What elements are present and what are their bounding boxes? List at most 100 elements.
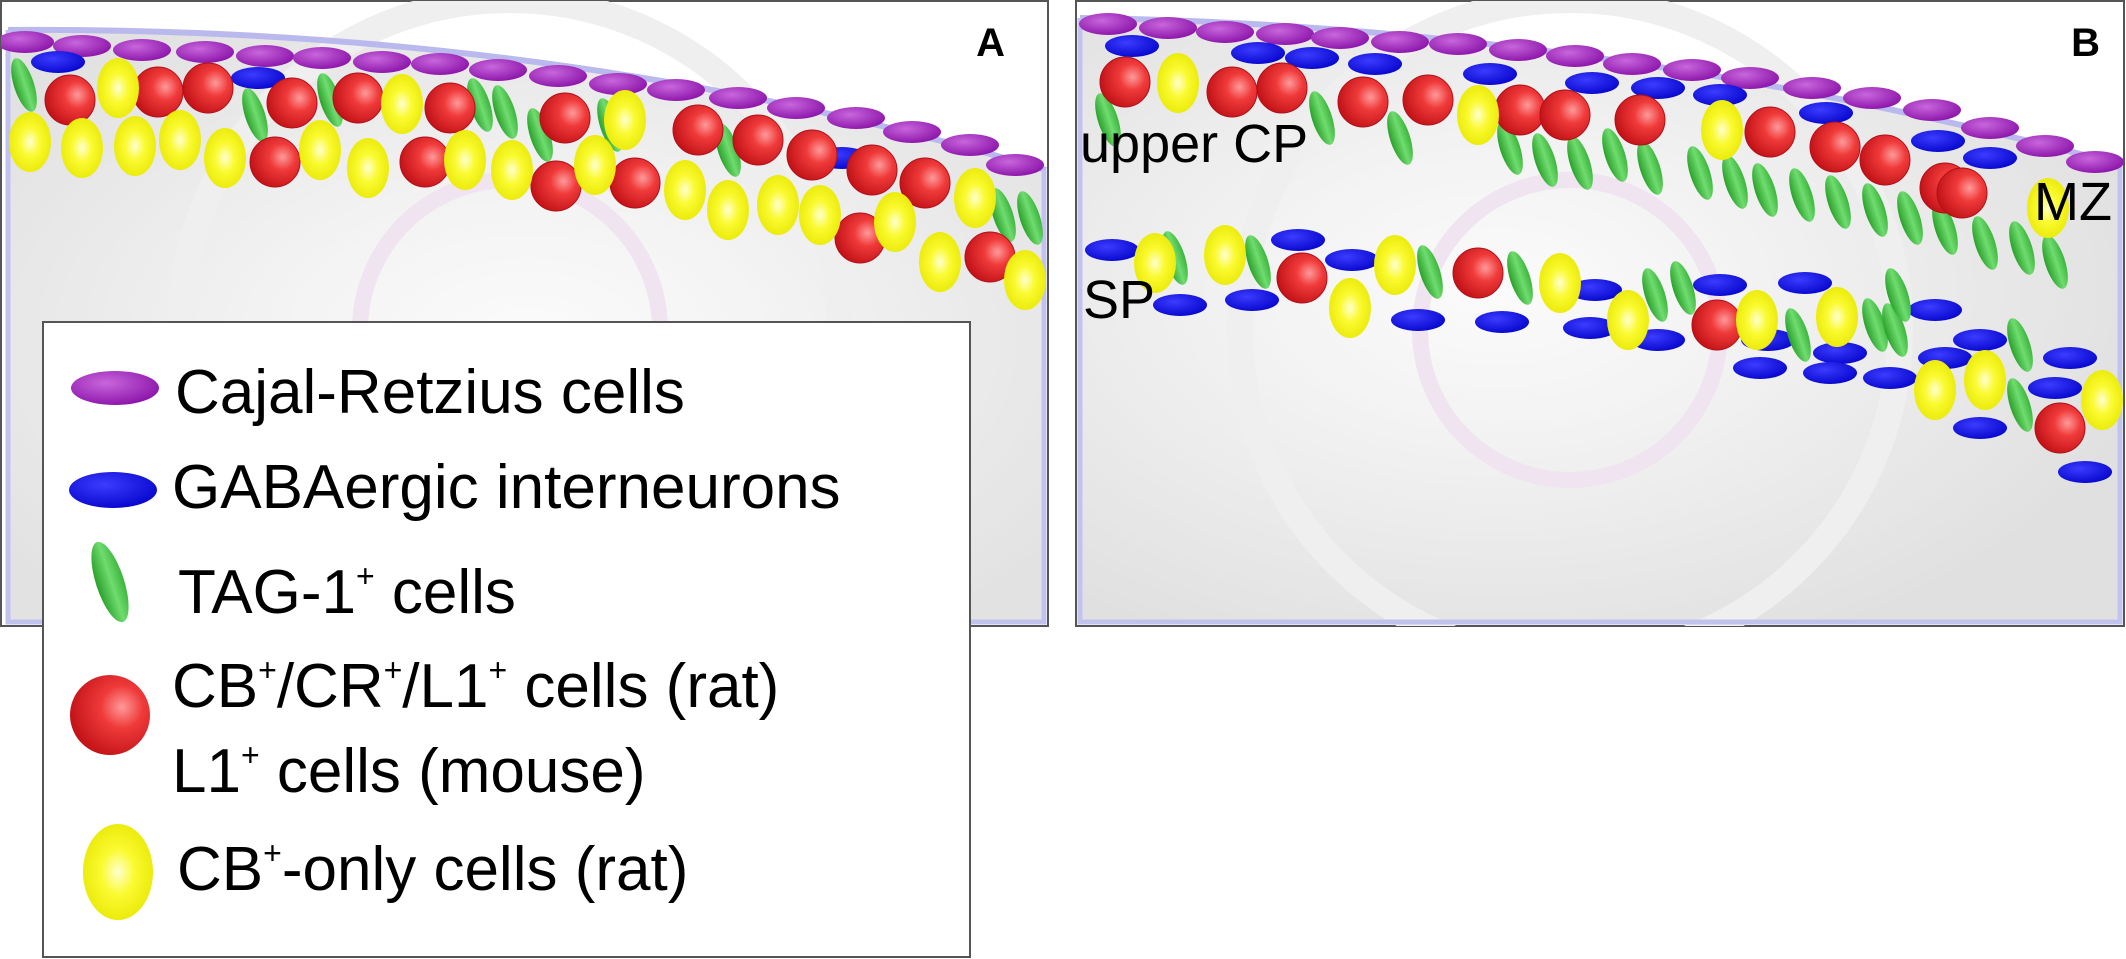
cb-only-cell <box>381 74 423 134</box>
cb-only-cell <box>299 120 341 180</box>
tag1-cell <box>1670 261 1696 315</box>
tag1-cell <box>1637 141 1663 195</box>
tag1-cell <box>2042 235 2068 289</box>
cb-cr-l1-cell <box>530 160 582 212</box>
gabaergic-interneuron-cell <box>1953 417 2007 439</box>
cb-only-cell <box>61 118 103 178</box>
tag1-cell <box>1897 191 1923 245</box>
cajal-retzius-cell <box>2066 151 2124 173</box>
legend-icon-tag1 <box>91 541 129 623</box>
tag1-cell <box>1785 308 1811 362</box>
cajal-retzius-cell <box>1256 23 1314 45</box>
cb-only-cell <box>1004 250 1046 310</box>
gabaergic-interneuron-cell <box>1225 289 1279 311</box>
cb-cr-l1-cell <box>132 66 184 118</box>
tag1-cell <box>1825 175 1851 229</box>
cajal-retzius-cell <box>1311 27 1369 49</box>
tag1-cell <box>467 78 493 132</box>
cb-cr-l1-cell <box>44 74 96 126</box>
cb-cr-l1-cell <box>1402 74 1454 126</box>
cb-only-cell <box>97 58 139 118</box>
panel-a-letter: A <box>976 21 1005 65</box>
cb-only-cell <box>574 135 616 195</box>
cb-cr-l1-cell <box>1276 252 1328 304</box>
gabaergic-interneuron-cell <box>1271 229 1325 251</box>
gabaergic-interneuron-cell <box>1085 239 1139 261</box>
cb-cr-l1-cell <box>1494 84 1546 136</box>
tag1-cell <box>2007 378 2033 432</box>
tag1-cell <box>1017 191 1043 245</box>
gabaergic-interneuron-cell <box>1563 317 1617 339</box>
cajal-retzius-cell <box>1139 17 1197 39</box>
tag1-cell <box>990 188 1016 242</box>
tag1-cell <box>527 108 553 162</box>
gabaergic-interneuron-cell <box>1778 272 1832 294</box>
cb-cr-l1-cell <box>1691 299 1743 351</box>
legend-label-l1-mouse: L1+ cells (mouse) <box>172 737 646 806</box>
gabaergic-interneuron-cell <box>1565 72 1619 94</box>
cb-cr-l1-cell <box>249 136 301 188</box>
cb-only-cell <box>1701 100 1743 160</box>
cajal-retzius-cell <box>113 39 171 61</box>
cb-only-cell <box>1374 235 1416 295</box>
gabaergic-interneuron-cell <box>1908 299 1962 321</box>
legend-label-cb-cr-l1-rat: CB+/CR+/L1+ cells (rat) <box>172 652 779 721</box>
cb-only-cell <box>491 140 533 200</box>
cb-cr-l1-cell <box>609 157 661 209</box>
cb-only-cell <box>2081 370 2123 430</box>
gabaergic-interneuron-cell <box>1733 357 1787 379</box>
tag1-cell <box>1642 268 1668 322</box>
tag1-cell <box>1602 128 1628 182</box>
cb-cr-l1-cell <box>332 72 384 124</box>
cb-cr-l1-cell <box>399 136 451 188</box>
tag1-cell <box>1497 121 1523 175</box>
panel-b-letter: B <box>2071 21 2100 65</box>
legend-label-gabaergic: GABAergic interneurons <box>172 453 841 522</box>
cb-only-cell <box>1816 287 1858 347</box>
tag1-cell <box>11 58 37 112</box>
tag1-cell <box>1972 216 1998 270</box>
tag1-cell <box>1789 168 1815 222</box>
cb-cr-l1-cell <box>1539 89 1591 141</box>
gabaergic-interneuron-cell <box>1568 279 1622 301</box>
cb-only-cell <box>1736 290 1778 350</box>
cajal-retzius-cell <box>1721 67 1779 89</box>
cb-only-cell <box>919 232 961 292</box>
gabaergic-interneuron-cell <box>1285 47 1339 69</box>
cb-cr-l1-cell <box>1859 134 1911 186</box>
cb-cr-l1-cell <box>266 77 318 129</box>
cb-cr-l1-cell <box>182 62 234 114</box>
gabaergic-interneuron-cell <box>1863 367 1917 389</box>
cajal-retzius-cell <box>589 73 647 95</box>
cb-cr-l1-cell <box>1452 247 1504 299</box>
region-label-mz: MZ <box>2034 172 2112 232</box>
cb-only-cell <box>799 185 841 245</box>
gabaergic-interneuron-cell <box>2043 347 2097 369</box>
tag1-cell <box>1862 298 1888 352</box>
tag1-cell <box>1862 183 1888 237</box>
gabaergic-interneuron-cell <box>1231 42 1285 64</box>
cajal-retzius-cell <box>1371 31 1429 53</box>
legend-icon-cb-only <box>83 824 153 920</box>
cb-cr-l1-cell <box>1206 66 1258 118</box>
gabaergic-interneuron-cell <box>231 67 285 89</box>
tag1-cell <box>1882 303 1908 357</box>
tag1-cell <box>1309 91 1335 145</box>
panel-a-cells <box>1 31 1046 310</box>
cajal-retzius-cell <box>1903 99 1961 121</box>
legend-label-cajal-retzius: Cajal-Retzius cells <box>175 358 685 427</box>
panel-b-cells <box>1079 13 2124 483</box>
tag1-cell <box>1417 245 1443 299</box>
cajal-retzius-cell <box>236 45 294 67</box>
cb-cr-l1-cell <box>1936 167 1988 219</box>
tag1-cell <box>1095 93 1121 147</box>
gabaergic-interneuron-cell <box>1475 311 1529 333</box>
legend-label-tag1: TAG-1+ cells <box>178 558 516 627</box>
cb-only-cell <box>444 130 486 190</box>
cajal-retzius-cell <box>941 134 999 156</box>
cajal-retzius-cell <box>1546 45 1604 67</box>
cb-cr-l1-cell <box>424 82 476 134</box>
gabaergic-interneuron-cell <box>1463 63 1517 85</box>
cb-only-cell <box>1134 233 1176 293</box>
